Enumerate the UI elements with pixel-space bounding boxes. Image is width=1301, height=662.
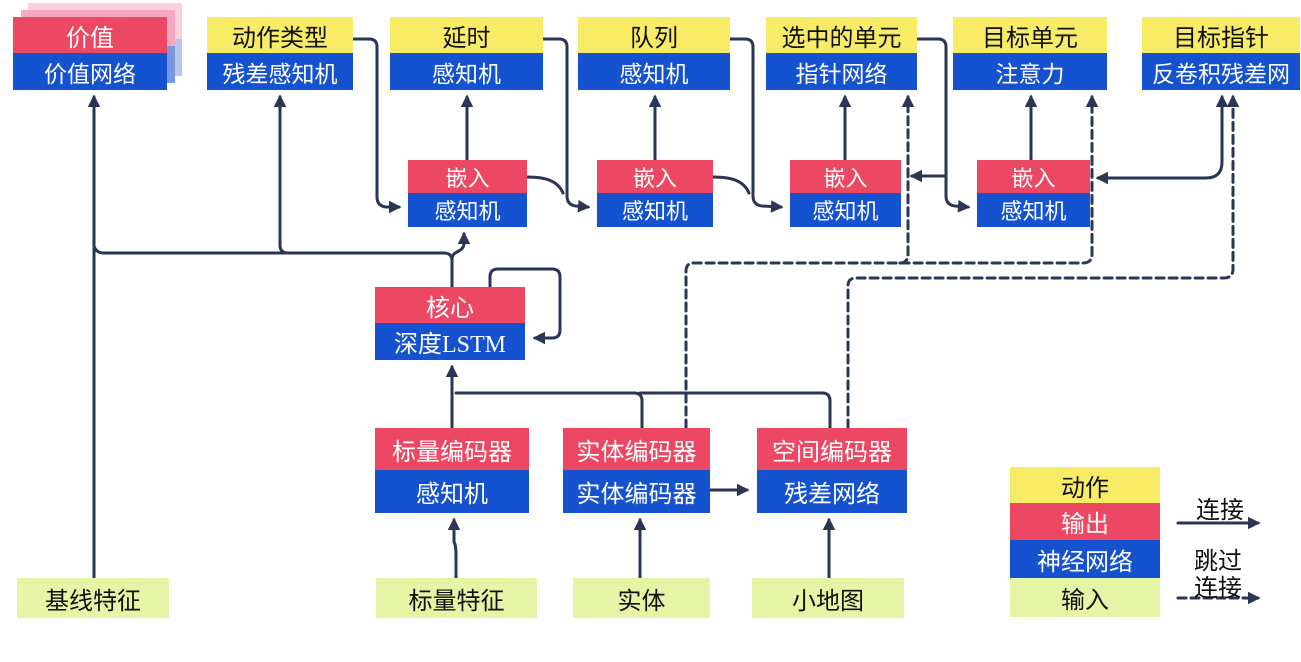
edge-core-to-embed1 [450,231,471,289]
node-embed-1: 嵌入 感知机 [408,160,527,227]
node-core: 核心 深度LSTM [375,287,525,360]
node-delay-body: 感知机 [390,53,543,90]
node-embed-2-header: 嵌入 [597,160,713,193]
edge-embed2-chain [711,175,751,195]
node-embed-3: 嵌入 感知机 [790,160,901,227]
node-queue: 队列 感知机 [578,17,730,90]
edge-core-output-horizontal [92,244,454,289]
node-value-body: 价值网络 [13,53,167,90]
node-embed-3-body: 感知机 [790,193,901,227]
node-target-point-body: 反卷积残差网 [1142,53,1300,90]
node-scalar-features: 标量特征 [376,578,537,618]
node-delay: 延时 感知机 [390,17,543,90]
edge-delay-to-embed2 [541,37,591,213]
edge-core-self-loop [488,267,562,345]
skip-entity-to-selected-units [898,94,915,265]
skip-spatial-to-target-point [846,94,1240,430]
legend-input-swatch: 输入 [1010,578,1160,617]
node-scalar-encoder-body: 感知机 [375,470,529,513]
node-selected-units-body: 指针网络 [766,53,917,90]
node-minimap: 小地图 [752,578,904,618]
edge-embed1-chain [525,175,565,195]
node-embed-4: 嵌入 感知机 [977,160,1090,227]
node-selected-units-header: 选中的单元 [766,17,917,53]
node-target-unit: 目标单元 注意力 [953,17,1107,90]
node-entities: 实体 [573,578,710,618]
edge-queue-to-embed3 [728,37,784,213]
node-target-point-header: 目标指针 [1142,17,1300,53]
node-target-unit-header: 目标单元 [953,17,1107,53]
legend-network-swatch: 神经网络 [1010,540,1160,578]
node-embed-1-body: 感知机 [408,193,527,227]
node-value: 价值 价值网络 [13,17,167,90]
node-spatial-encoder-header: 空间编码器 [757,428,907,470]
node-entity-encoder-header: 实体编码器 [563,428,710,470]
node-queue-body: 感知机 [578,53,730,90]
node-value-header: 价值 [13,17,167,53]
legend-skip-label-line2: 连接 [1194,576,1242,602]
edge-entity-encoder-to-core [454,391,644,430]
legend-action-swatch: 动作 [1010,467,1160,503]
node-core-body: 深度LSTM [375,323,525,360]
node-embed-2-body: 感知机 [597,193,713,227]
legend-output-swatch: 输出 [1010,503,1160,540]
node-embed-3-header: 嵌入 [790,160,901,193]
node-selected-units: 选中的单元 指针网络 [766,17,917,90]
node-action-type-header: 动作类型 [207,17,353,53]
edge-action-type-to-embed1 [351,37,402,214]
node-embed-1-header: 嵌入 [408,160,527,193]
node-queue-header: 队列 [578,17,730,53]
node-action-type-body: 残差感知机 [207,53,353,90]
skip-entity-to-target-unit [684,94,1099,430]
legend-skip-label-line1: 跳过 [1194,549,1242,575]
node-scalar-encoder-header: 标量编码器 [375,428,529,470]
node-target-unit-body: 注意力 [953,53,1107,90]
node-target-point: 目标指针 反卷积残差网 [1142,17,1300,90]
legend-connection-label: 连接 [1196,498,1244,524]
node-core-header: 核心 [375,287,525,323]
node-baseline-features: 基线特征 [17,578,169,618]
edge-selected-units-to-embed4 [915,37,971,213]
node-entity-encoder-body: 实体编码器 [563,470,710,513]
node-embed-4-header: 嵌入 [977,160,1090,193]
node-delay-header: 延时 [390,17,543,53]
node-spatial-encoder: 空间编码器 残差网络 [757,428,907,513]
edge-spatial-encoder-to-core [638,391,832,430]
node-scalar-encoder: 标量编码器 感知机 [375,428,529,513]
node-embed-4-body: 感知机 [977,193,1090,227]
node-entity-encoder: 实体编码器 实体编码器 [563,428,710,513]
node-embed-2: 嵌入 感知机 [597,160,713,227]
edge-core-to-action-type [273,94,290,255]
node-action-type: 动作类型 残差感知机 [207,17,353,90]
edge-embed4-target-point [1095,94,1229,185]
node-spatial-encoder-body: 残差网络 [757,470,907,513]
edge-scalar-features-up [447,517,461,580]
